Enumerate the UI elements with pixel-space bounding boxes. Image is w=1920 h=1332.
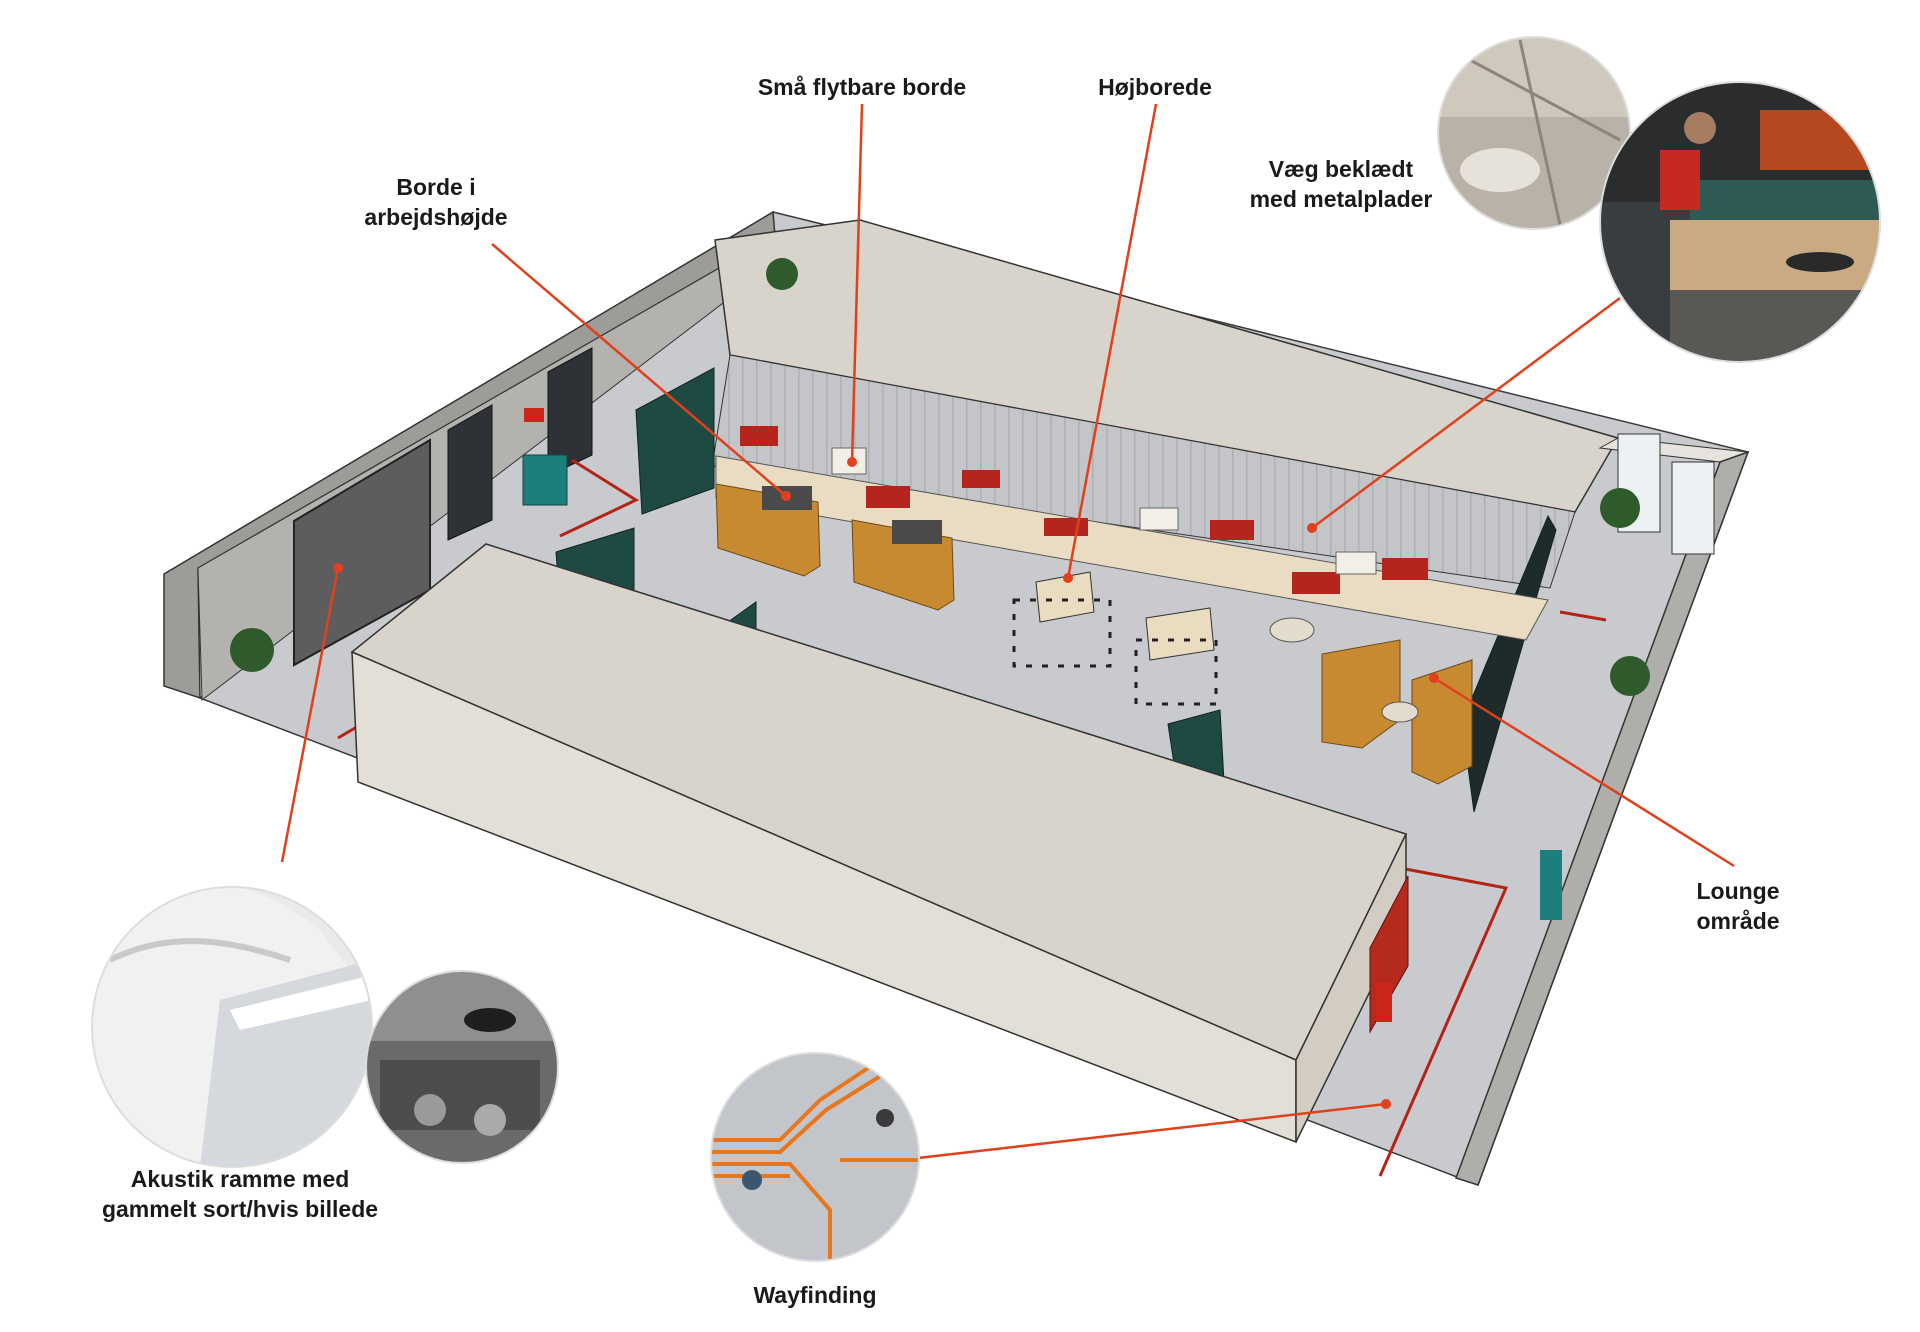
label-vaeg-line1: Væg beklædt: [1268, 156, 1414, 182]
photo-acoustic-fabric-border: [91, 886, 373, 1168]
callout-dot-lounge: [1429, 673, 1439, 683]
booth-2-table: [892, 520, 942, 544]
cushion-3: [962, 470, 1000, 488]
fire-extinguisher: [1376, 982, 1392, 1022]
cushion-1: [740, 426, 778, 446]
high-table-1-legs: [1012, 598, 1112, 668]
teal-shelf: [522, 454, 568, 506]
photo-acoustic-fabric: [92, 887, 372, 1167]
photo-metal-plates-border: [1437, 36, 1631, 230]
green-panel-3: [1461, 514, 1557, 813]
high-table-2-legs: [1134, 638, 1218, 706]
label-borde-line1: Borde i: [396, 174, 476, 200]
callout-dot-hojborede: [1063, 573, 1073, 583]
label-akustik-ramme: Akustik ramme med gammelt sort/hvis bill…: [60, 1164, 420, 1224]
wayfinding-line-1: [559, 458, 640, 538]
callout-line-lounge: [1433, 676, 1735, 868]
photo-lounge: [1600, 82, 1880, 362]
label-borde-line2: arbejdshøjde: [364, 204, 508, 230]
photo-bw-image-border: [365, 970, 559, 1164]
small-table-2: [1139, 507, 1179, 531]
cushion-5: [1210, 520, 1254, 540]
callout-line-hojborede: [1066, 103, 1158, 579]
high-table-2: [1145, 607, 1215, 661]
plant-3: [1600, 488, 1640, 528]
plant-4: [1610, 656, 1650, 696]
plant-1: [230, 628, 274, 672]
photo-bw-image: [366, 971, 558, 1163]
label-lounge-omrade: Lounge område: [1668, 876, 1808, 936]
right-wall-face: [1455, 450, 1750, 1186]
photo-lounge-border: [1599, 81, 1881, 363]
callout-dot-vaeg: [1307, 523, 1317, 533]
callout-line-sma-borde: [850, 103, 864, 463]
label-vaeg-beklaedt: Væg beklædt med metalplader: [1226, 154, 1456, 214]
label-akustik-line1: Akustik ramme med: [130, 1166, 350, 1192]
label-wayfinding: Wayfinding: [725, 1280, 905, 1310]
callout-dot-akustik: [333, 563, 343, 573]
label-sma-flytbare-borde-text: Små flytbare borde: [757, 74, 967, 100]
label-borde-i-arbejdshojde: Borde i arbejdshøjde: [336, 172, 536, 232]
lounge-sofa-1: [1321, 639, 1401, 749]
label-lounge-line1: Lounge: [1696, 878, 1780, 904]
cushion-7: [1382, 558, 1428, 580]
callout-line-vaeg: [1311, 296, 1621, 530]
cushion-4: [1044, 518, 1088, 536]
label-sma-flytbare-borde: Små flytbare borde: [742, 72, 982, 102]
cushion-6: [1292, 572, 1340, 594]
lounge-sofa-2: [1411, 659, 1473, 785]
plant-2: [766, 258, 798, 290]
teal-cabinet-right: [1540, 850, 1562, 920]
callout-line-wayfinding: [917, 1102, 1387, 1160]
label-vaeg-line2: med metalplader: [1249, 186, 1433, 212]
callout-line-borde: [491, 243, 787, 497]
label-hojborede-text: Højborede: [1098, 74, 1212, 100]
lounge-side-table-1: [1269, 617, 1315, 643]
callout-dot-borde: [781, 491, 791, 501]
back-wall-top: [714, 219, 1620, 513]
metal-clad-wall: [711, 354, 1576, 589]
photo-wayfinding: [711, 1053, 919, 1261]
label-lounge-line2: område: [1696, 908, 1780, 934]
cushion-2: [866, 486, 910, 508]
green-panel-1: [635, 367, 715, 515]
wayfinding-line-4: [1559, 610, 1607, 622]
door-left-2: [547, 347, 593, 477]
red-box: [524, 408, 544, 422]
callout-dot-wayfinding: [1381, 1099, 1391, 1109]
callout-line-akustik: [280, 567, 340, 863]
door-left-1: [447, 404, 493, 541]
label-akustik-line2: gammelt sort/hvis billede: [101, 1196, 379, 1222]
label-hojborede: Højborede: [1070, 72, 1240, 102]
callout-dot-sma-borde: [847, 457, 857, 467]
label-wayfinding-text: Wayfinding: [753, 1282, 877, 1308]
photo-wayfinding-border: [710, 1052, 920, 1262]
small-table-3: [1335, 551, 1377, 575]
window-right-2: [1671, 461, 1715, 555]
lounge-side-table-2: [1381, 701, 1419, 723]
wayfinding-line-3: [1378, 866, 1509, 1177]
